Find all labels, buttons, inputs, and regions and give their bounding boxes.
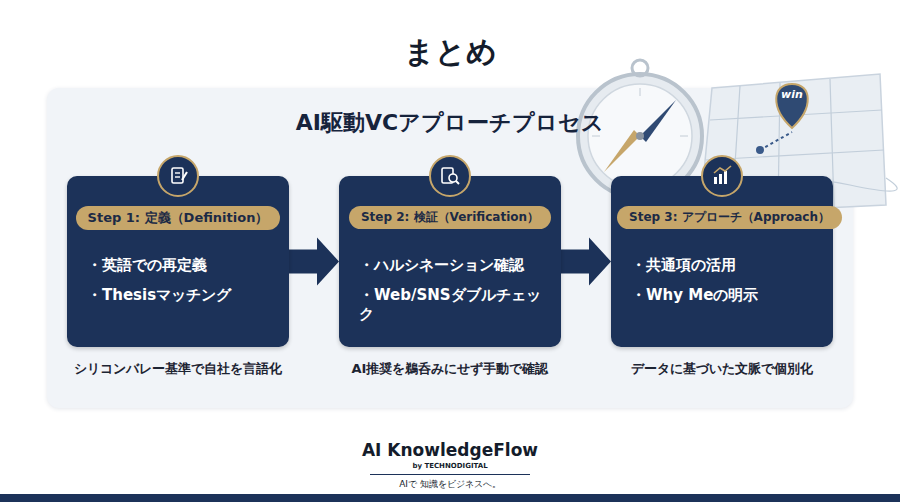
step-box: ・共通項の活用・Why Meの明示 Step 3: アプローチ（Approach）	[611, 176, 833, 347]
step-box: ・英語での再定義・Thesisマッチング Step 1: 定義（Definitio…	[67, 176, 289, 347]
bullet-text: ・Why Meの明示	[631, 286, 821, 305]
bottom-bar	[0, 494, 900, 502]
step-caption: シリコンバレー基準で自社を言語化	[74, 360, 282, 378]
step-label-pill: Step 2: 検証（Verification）	[349, 206, 551, 229]
brand-sub: by TECHNODIGITAL	[0, 462, 900, 470]
step-icon	[428, 154, 472, 198]
bullet-text: ・共通項の活用	[631, 256, 821, 275]
step-box: ・ハルシネーション確認・Web/SNSダブルチェック Step 2: 検証（Ver…	[339, 176, 561, 347]
step-label-pill: Step 1: 定義（Definition）	[76, 206, 281, 230]
brand-name: AI KnowledgeFlow	[0, 440, 900, 460]
flow-arrow	[289, 238, 339, 286]
step-icon	[700, 154, 744, 198]
bullet-text: ・Web/SNSダブルチェック	[359, 286, 549, 324]
step-label-pill: Step 3: アプローチ（Approach）	[617, 206, 842, 229]
win-pin	[776, 84, 808, 128]
step-icon	[156, 154, 200, 198]
step-caption: AI推奨を鵜呑みにせず手動で確認	[352, 360, 549, 378]
step-caption: データに基づいた文脈で個別化	[631, 360, 813, 378]
summary-panel: AI駆動VCアプローチプロセス・英語での再定義・Thesisマッチング Step …	[47, 88, 853, 408]
panel-heading: AI駆動VCアプローチプロセス	[47, 108, 853, 138]
flow-arrow	[561, 238, 611, 286]
step-label: Step 3: アプローチ（Approach）	[629, 209, 830, 226]
brand-tagline: AIで 知識をビジネスへ。	[0, 478, 900, 491]
bullet-text: ・Thesisマッチング	[87, 286, 277, 305]
bullet-text: ・英語での再定義	[87, 256, 277, 275]
pin-label: win	[781, 88, 803, 101]
bullet-text: ・ハルシネーション確認	[359, 256, 549, 275]
page-title: まとめ	[0, 32, 900, 73]
step-label: Step 1: 定義（Definition）	[88, 209, 269, 227]
step-label: Step 2: 検証（Verification）	[361, 209, 539, 226]
footer-rule	[370, 474, 530, 475]
